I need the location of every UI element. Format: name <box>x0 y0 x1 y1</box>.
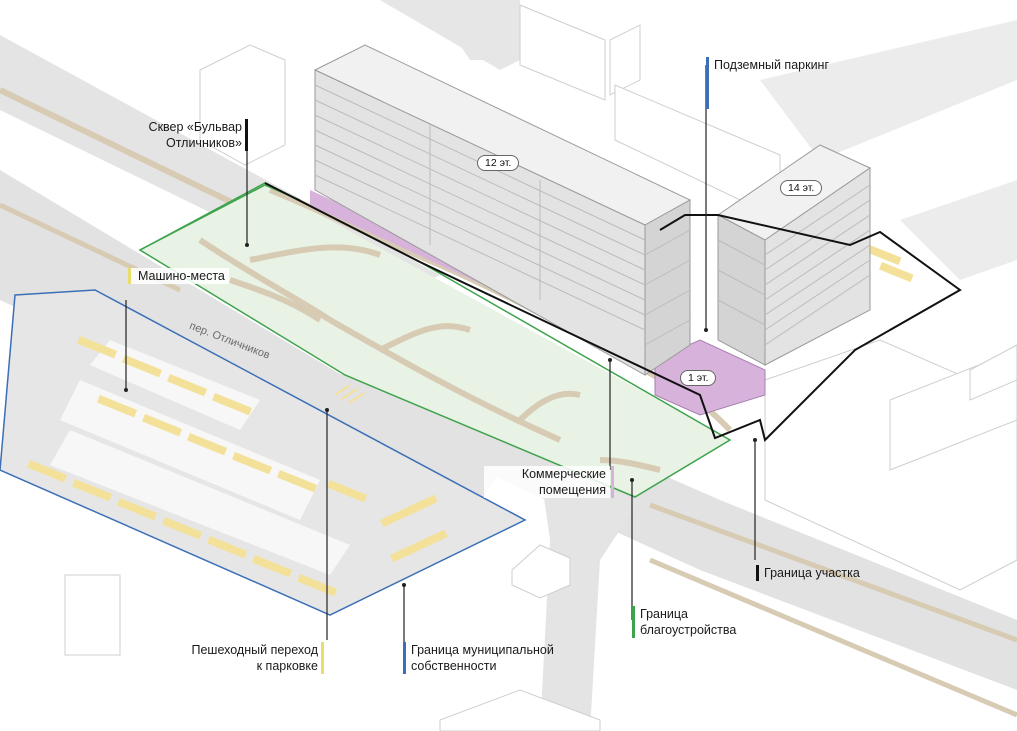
parking-spots-marker <box>128 268 131 284</box>
floors-badge-main-building: 12 эт. <box>477 155 520 171</box>
square-label-marker <box>245 119 248 151</box>
plot-border-line <box>264 182 962 442</box>
municipal-border-label: Граница муниципальной собственности <box>403 642 554 674</box>
pedestrian-crossing-line2: к парковке <box>256 659 318 673</box>
landscape-border-label: Граница благоустройства <box>632 606 736 638</box>
landscape-border-line2: благоустройства <box>640 623 737 637</box>
municipal-border-marker <box>403 642 406 674</box>
square-label-line1: Сквер «Бульвар <box>148 120 242 134</box>
commercial-label-line2: помещения <box>538 483 606 497</box>
underground-parking-text: Подземный паркинг <box>714 58 830 72</box>
building-12-floors <box>313 44 692 376</box>
commercial-label-line1: Коммерческие <box>521 467 606 481</box>
parking-spots-text: Машино-места <box>138 269 225 283</box>
landscape-border-line1: Граница <box>640 607 688 621</box>
commercial-marker <box>611 466 614 498</box>
context-buildings <box>64 4 1017 731</box>
municipal-border-line <box>0 289 527 616</box>
square-label-line2: Отличников» <box>165 136 242 150</box>
floors-badge-podium: 1 эт. <box>680 370 717 386</box>
plot-border-label: Граница участка <box>756 565 860 581</box>
pedestrian-crossing-label: Пешеходный переход к парковке <box>160 642 324 674</box>
leader-dots <box>124 243 757 587</box>
underground-parking-marker <box>706 57 709 109</box>
plot-border-marker <box>756 565 759 581</box>
pedestrian-crossing-line1: Пешеходный переход <box>191 643 319 657</box>
leader-lines <box>125 65 756 650</box>
municipal-border-line2: собственности <box>411 659 497 673</box>
floors-badge-tower: 14 эт. <box>780 180 823 196</box>
parking-lot <box>0 244 914 615</box>
square-label: Сквер «Бульвар Отличников» <box>122 119 248 151</box>
landscape-border-marker <box>632 606 635 638</box>
pedestrian-crossing-marker <box>321 642 324 674</box>
underground-parking-label: Подземный паркинг <box>706 57 830 109</box>
plot-border-text: Граница участка <box>764 566 860 580</box>
commercial-label: Коммерческие помещения <box>484 466 614 498</box>
municipal-border-line1: Граница муниципальной <box>411 643 554 657</box>
parking-spots-label: Машино-места <box>128 268 229 284</box>
